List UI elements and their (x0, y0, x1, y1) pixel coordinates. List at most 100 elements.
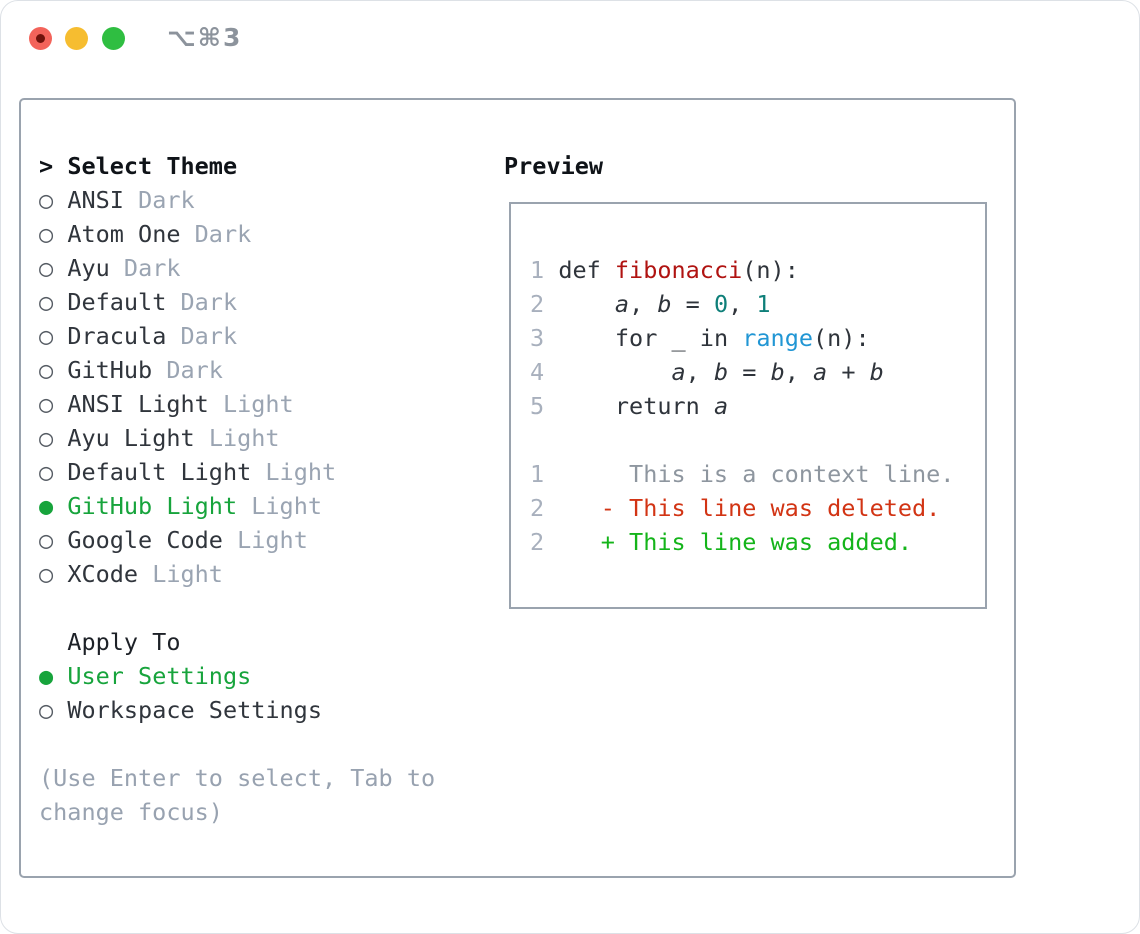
theme-name: Dracula (67, 322, 167, 350)
text (152, 356, 166, 384)
text (53, 322, 67, 350)
text (209, 390, 223, 418)
theme-option-ansi[interactable]: ○ ANSI Dark (39, 183, 435, 217)
code-segment: , (728, 290, 757, 318)
code-segment: a (614, 290, 630, 318)
theme-variant: Dark (123, 254, 181, 282)
code-segment (544, 358, 671, 386)
text (53, 220, 67, 248)
apply-option-workspace-settings[interactable]: ○ Workspace Settings (39, 693, 435, 727)
code-segment: , (629, 290, 658, 318)
theme-option-ansi-light[interactable]: ○ ANSI Light Light (39, 387, 435, 421)
code-line (530, 423, 985, 457)
theme-option-ayu[interactable]: ○ Ayu Dark (39, 251, 435, 285)
zoom-button[interactable] (102, 27, 125, 50)
code-preview: 1 def fibonacci(n):2 a, b = 0, 1 3 for _ … (511, 204, 985, 559)
code-segment: a (813, 358, 828, 386)
radio-icon: ○ (39, 560, 54, 588)
theme-name: ANSI (67, 186, 124, 214)
text (53, 254, 67, 282)
text (181, 220, 195, 248)
code-segment: b (657, 290, 672, 318)
select-theme-header: > Select Theme (39, 149, 435, 183)
theme-option-github-light[interactable]: ● GitHub Light Light (39, 489, 435, 523)
titlebar: ⌥⌘3 (1, 1, 1139, 76)
code-segment (544, 256, 558, 284)
theme-variant: Dark (194, 220, 252, 248)
theme-option-dracula[interactable]: ○ Dracula Dark (39, 319, 435, 353)
text (53, 526, 67, 554)
code-line: 2 a, b = 0, 1 (530, 287, 985, 321)
code-segment: def (558, 256, 615, 284)
theme-name: Atom One (67, 220, 181, 248)
theme-variant: Light (265, 458, 337, 486)
radio-icon: ○ (39, 254, 54, 282)
theme-name: Google Code (67, 526, 223, 554)
code-line: 1 def fibonacci(n): (530, 253, 985, 287)
code-line: 2 - This line was deleted. (530, 491, 985, 525)
code-segment (544, 392, 615, 420)
radio-icon: ○ (39, 458, 54, 486)
apply-to-list: ● User Settings○ Workspace Settings (39, 659, 435, 727)
theme-option-atom-one[interactable]: ○ Atom One Dark (39, 217, 435, 251)
code-segment (544, 528, 601, 556)
text (53, 424, 67, 452)
code-segment: 2 (530, 528, 545, 556)
close-button[interactable] (29, 27, 52, 50)
code-segment: a (713, 392, 729, 420)
apply-option-user-settings[interactable]: ● User Settings (39, 659, 435, 693)
code-segment: (n): (813, 324, 870, 352)
close-button-dot (36, 34, 45, 43)
code-segment: - This line was deleted. (600, 494, 941, 522)
theme-name: Default Light (67, 458, 252, 486)
theme-variant: Dark (166, 356, 223, 384)
theme-option-default[interactable]: ○ Default Dark (39, 285, 435, 319)
theme-name: XCode (67, 560, 139, 588)
code-segment: for _ in (614, 324, 743, 352)
theme-option-default-light[interactable]: ○ Default Light Light (39, 455, 435, 489)
text (53, 696, 67, 724)
code-segment: 3 (530, 324, 545, 352)
minimize-button[interactable] (65, 27, 88, 50)
text (530, 426, 544, 454)
theme-option-ayu-light[interactable]: ○ Ayu Light Light (39, 421, 435, 455)
text (223, 526, 237, 554)
window-title: ⌥⌘3 (167, 23, 243, 52)
radio-icon: ○ (39, 220, 54, 248)
hint-line-2: change focus) (39, 798, 223, 826)
theme-name: Ayu Light (67, 424, 195, 452)
apply-to-header: Apply To (67, 628, 181, 656)
select-theme-header-label: Select Theme (67, 152, 238, 180)
theme-name: ANSI Light (67, 390, 209, 418)
text (53, 356, 67, 384)
theme-variant: Dark (180, 288, 238, 316)
code-segment: = (728, 358, 771, 386)
text (251, 458, 265, 486)
code-segment: range (742, 324, 813, 352)
code-segment (544, 324, 615, 352)
code-segment: b (869, 358, 884, 386)
code-segment: + This line was added. (600, 528, 913, 556)
text (53, 186, 67, 214)
radio-selected-icon: ● (39, 662, 54, 690)
radio-icon: ○ (39, 288, 54, 316)
text (53, 288, 67, 316)
text (195, 424, 209, 452)
hint-line-1: (Use Enter to select, Tab to (39, 764, 436, 792)
radio-icon: ○ (39, 356, 54, 384)
code-segment: return (614, 392, 714, 420)
theme-option-google-code[interactable]: ○ Google Code Light (39, 523, 435, 557)
apply-option-label: User Settings (67, 662, 252, 690)
code-segment (544, 460, 629, 488)
theme-variant: Light (152, 560, 223, 588)
theme-option-xcode[interactable]: ○ XCode Light (39, 557, 435, 591)
code-segment: (n): (742, 256, 799, 284)
code-segment: fibonacci (614, 256, 743, 284)
apply-option-label: Workspace Settings (67, 696, 322, 724)
text (138, 560, 152, 588)
code-line: 4 a, b = b, a + b (530, 355, 985, 389)
text (53, 662, 67, 690)
code-segment: + (827, 358, 870, 386)
theme-list: ○ ANSI Dark○ Atom One Dark○ Ayu Dark○ De… (39, 183, 435, 591)
theme-option-github[interactable]: ○ GitHub Dark (39, 353, 435, 387)
